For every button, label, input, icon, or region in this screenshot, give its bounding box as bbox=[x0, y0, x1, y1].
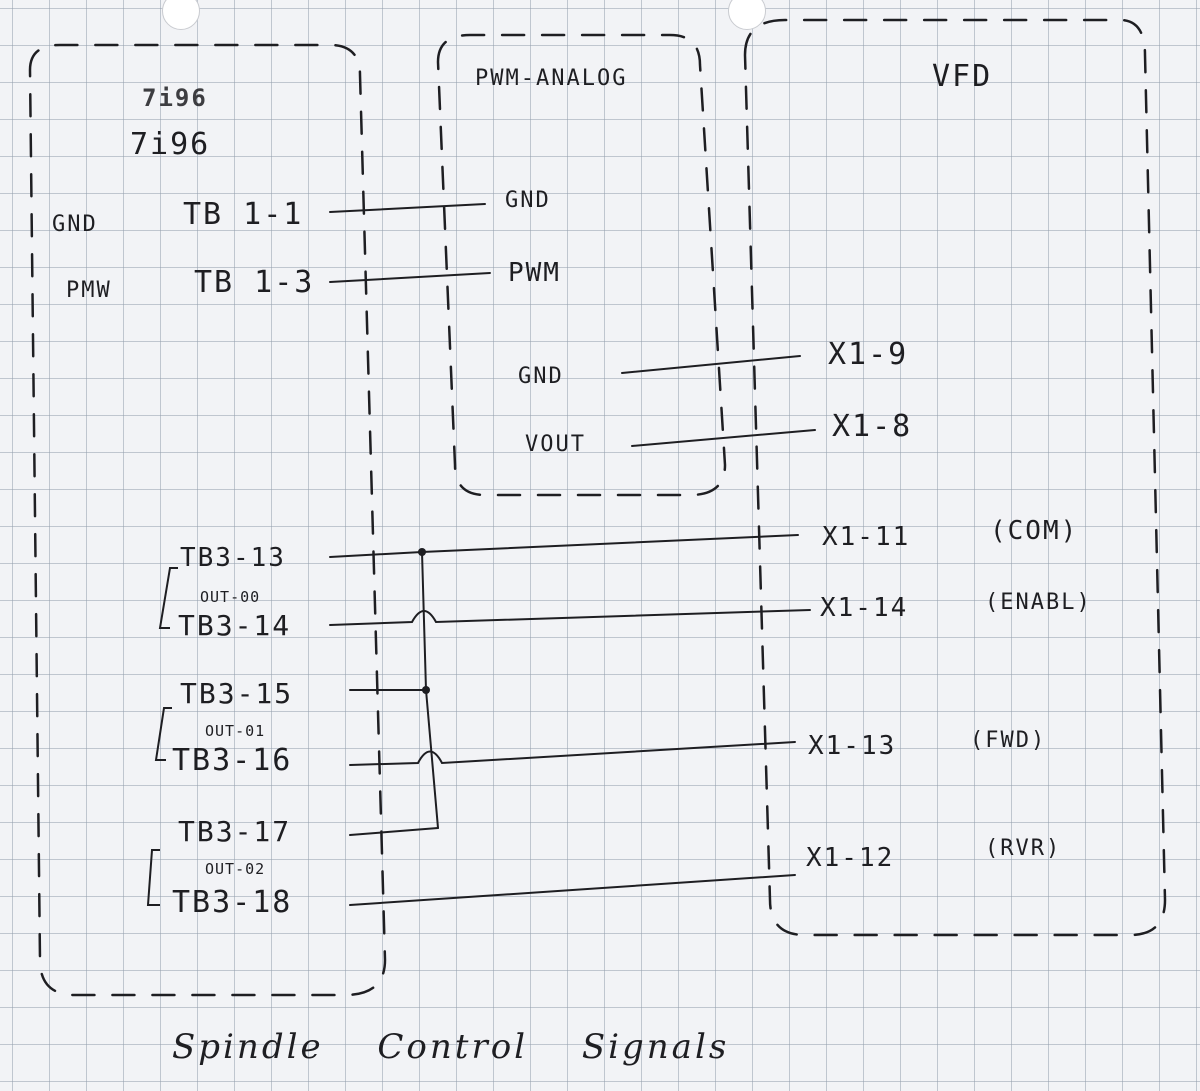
pwm-vout-label: VOUT bbox=[525, 432, 586, 457]
pwm-analog-block-outline bbox=[436, 33, 727, 497]
out-01-label: OUT-01 bbox=[205, 722, 266, 740]
wire-tb3-18-x1-12 bbox=[349, 874, 796, 906]
wire-tb3-13-x1-11 bbox=[329, 534, 799, 558]
out-02-label: OUT-02 bbox=[205, 860, 266, 878]
diagram-title: Spindle Control Signals bbox=[172, 1027, 730, 1067]
x1-13-label: X1-13 bbox=[808, 731, 897, 761]
controller-name-scribbled: 7i96 bbox=[142, 84, 208, 112]
wire-tb3-16-x1-13 bbox=[349, 741, 796, 766]
com-label: (COM) bbox=[990, 516, 1079, 546]
wire-gnd-tb1-1 bbox=[329, 203, 486, 213]
pwm-pwm-in-label: PWM bbox=[508, 258, 561, 288]
controller-name: 7i96 bbox=[130, 127, 211, 162]
punch-hole bbox=[728, 0, 766, 30]
controller-block-outline bbox=[28, 43, 387, 997]
wire-tb3-14-x1-14 bbox=[329, 609, 811, 626]
x1-12-label: X1-12 bbox=[806, 843, 895, 873]
tb1-1-label: TB 1-1 bbox=[183, 197, 304, 232]
out-00-label: OUT-00 bbox=[200, 588, 261, 606]
wire-vout-x1-8 bbox=[631, 429, 816, 447]
fwd-label: (FWD) bbox=[970, 728, 1047, 753]
punch-hole bbox=[162, 0, 200, 30]
tb3-15-label: TB3-15 bbox=[180, 677, 294, 710]
x1-9-label: X1-9 bbox=[828, 337, 909, 372]
pwm-analog-name: PWM-ANALOG bbox=[475, 66, 628, 91]
wire-gnd-x1-9 bbox=[621, 355, 801, 374]
vfd-name: VFD bbox=[932, 59, 993, 94]
tb3-16-label: TB3-16 bbox=[172, 743, 293, 778]
tb3-14-label: TB3-14 bbox=[178, 609, 292, 642]
x1-8-label: X1-8 bbox=[832, 409, 913, 444]
pwm-signal-label: PMW bbox=[66, 278, 112, 303]
out-00-bracket bbox=[158, 567, 178, 629]
gnd-signal-label: GND bbox=[52, 212, 98, 237]
vfd-block-outline bbox=[743, 18, 1167, 937]
tb3-13-label: TB3-13 bbox=[180, 543, 286, 573]
tb3-17-label: TB3-17 bbox=[178, 815, 292, 848]
x1-14-label: X1-14 bbox=[820, 593, 909, 623]
x1-11-label: X1-11 bbox=[822, 522, 911, 552]
wire-tb3-17-bus bbox=[349, 827, 439, 836]
wire-pwm-tb1-3 bbox=[329, 272, 491, 283]
out-01-bracket bbox=[154, 707, 172, 761]
rvr-label: (RVR) bbox=[985, 836, 1062, 861]
pwm-gnd-in-label: GND bbox=[505, 188, 551, 213]
tb3-18-label: TB3-18 bbox=[172, 885, 293, 920]
tb1-3-label: TB 1-3 bbox=[194, 265, 315, 300]
pwm-gnd-out-label: GND bbox=[518, 364, 564, 389]
out-02-bracket bbox=[146, 849, 160, 906]
enabl-label: (ENABL) bbox=[985, 590, 1092, 615]
